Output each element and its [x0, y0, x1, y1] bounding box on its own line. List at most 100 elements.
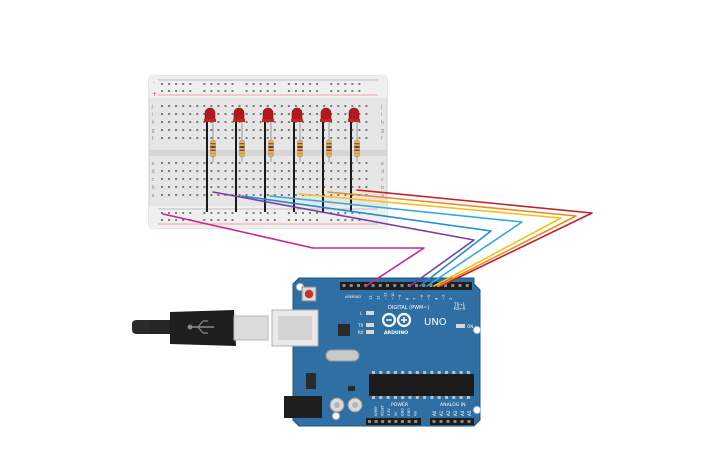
breadboard-hole [266, 105, 269, 107]
breadboard-hole [302, 83, 304, 85]
breadboard-hole [210, 219, 213, 221]
power-jack[interactable] [284, 396, 322, 418]
breadboard-hole [161, 212, 163, 214]
jumper-wire[interactable] [162, 213, 425, 287]
breadboard-hole [231, 83, 234, 85]
breadboard-hole [224, 137, 227, 139]
breadboard-hole [365, 137, 368, 139]
row-letter-left: a [152, 193, 155, 199]
breadboard-hole [323, 162, 326, 164]
breadboard-hole [238, 137, 241, 139]
on-led-label: ON [467, 324, 473, 329]
breadboard-hole [273, 83, 276, 85]
red-led[interactable] [204, 107, 216, 122]
breadboard-hole [182, 121, 185, 123]
breadboard-hole [302, 129, 304, 131]
breadboard-hole [217, 194, 220, 196]
red-led[interactable] [291, 107, 303, 122]
atmega-chip [369, 374, 474, 396]
jumper-wire[interactable] [269, 195, 523, 287]
breadboard-hole [337, 219, 340, 221]
red-led[interactable] [348, 107, 360, 122]
jumper-wire[interactable] [212, 191, 475, 287]
breadboard-hole [203, 90, 206, 92]
chip-pin [437, 371, 441, 374]
usb-b-port-inner [278, 316, 312, 340]
power-header [366, 418, 421, 425]
breadboard-hole [203, 105, 206, 107]
breadboard-hole [294, 162, 297, 164]
header-pin [467, 420, 471, 423]
breadboard-hole [330, 170, 333, 172]
breadboard-hole [273, 113, 276, 115]
red-led[interactable] [233, 107, 245, 122]
breadboard-hole [245, 121, 248, 123]
red-led[interactable] [320, 107, 332, 122]
breadboard-hole [224, 219, 227, 221]
breadboard-hole [302, 137, 304, 139]
breadboard-hole [316, 105, 319, 107]
breadboard-hole [337, 105, 340, 107]
breadboard-hole [168, 170, 171, 172]
breadboard-hole [337, 137, 340, 139]
breadboard-hole [238, 194, 241, 196]
breadboard-hole [316, 83, 319, 85]
breadboard-hole [238, 162, 241, 164]
breadboard-hole [316, 212, 319, 214]
resistor[interactable] [297, 139, 303, 158]
reset-button[interactable] [304, 289, 314, 299]
jumper-wire[interactable] [298, 193, 562, 287]
resistor[interactable] [210, 139, 216, 158]
analog-pin-label: A1 [439, 410, 444, 416]
breadboard-hole [189, 178, 192, 180]
power-pin-label: 3.3V [387, 408, 391, 416]
breadboard-hole [337, 162, 340, 164]
breadboard-hole [302, 178, 304, 180]
breadboard-hole [330, 219, 333, 221]
breadboard-hole [273, 129, 276, 131]
breadboard-hole [351, 186, 354, 188]
breadboard-hole [287, 170, 290, 172]
breadboard-hole [238, 129, 241, 131]
breadboard-hole [231, 90, 234, 92]
resistor[interactable] [354, 139, 360, 158]
jumper-wire[interactable] [356, 189, 593, 287]
usb-cable[interactable] [132, 309, 319, 347]
analog-header-title: ANALOG IN [440, 402, 466, 408]
chip-pin [459, 371, 463, 374]
jumper-wire[interactable] [327, 191, 577, 287]
resistor[interactable] [326, 139, 332, 158]
header-pin [357, 284, 360, 287]
breadboard-hole [259, 186, 262, 188]
row-letter-right: e [381, 161, 384, 167]
resistor[interactable] [268, 139, 274, 158]
jumper-wire[interactable] [241, 195, 492, 287]
chip-pin [423, 396, 427, 399]
row-letter-left: e [152, 161, 155, 167]
row-letter-left: f [152, 136, 154, 142]
arduino-model: UNO [424, 317, 447, 328]
breadboard-hole [316, 219, 319, 221]
breadboard-hole [224, 129, 227, 131]
breadboard-hole [316, 178, 319, 180]
bottom-power-rail [149, 206, 387, 228]
digital-pin-label: 4 [434, 297, 438, 300]
rail-plus-label: + [152, 91, 157, 98]
jumper-wires[interactable] [162, 189, 593, 287]
resistor[interactable] [239, 139, 245, 158]
header-pin [444, 284, 447, 287]
breadboard-hole [189, 121, 192, 123]
header-pin [342, 284, 346, 287]
breadboard-hole [316, 129, 319, 131]
breadboard-hole [210, 186, 213, 188]
analog-pin-label: A4 [460, 410, 465, 416]
breadboard-hole [330, 129, 333, 131]
usb-cable-end [132, 320, 150, 334]
breadboard-hole [323, 129, 326, 131]
breadboard-hole [344, 129, 347, 131]
breadboard-hole [316, 90, 319, 92]
red-led[interactable] [262, 107, 274, 122]
